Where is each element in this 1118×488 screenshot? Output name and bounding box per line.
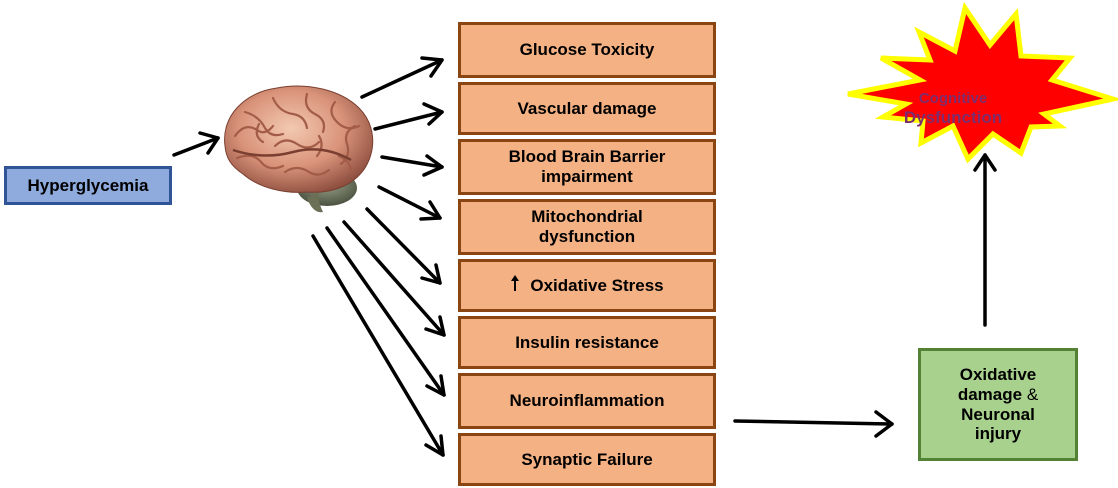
hyperglycemia-label: Hyperglycemia (28, 176, 149, 196)
oxidative-damage-box: Oxidative damage & Neuronal injury (918, 348, 1078, 461)
arrow-to-oxidative-damage (735, 412, 892, 436)
outcome-ampersand: & (1027, 385, 1038, 404)
factor-label: Mitochondrial dysfunction (471, 207, 703, 246)
arrow-brain-to-mitochondrial (379, 187, 440, 219)
hyperglycemia-box: Hyperglycemia (4, 166, 172, 205)
arrow-hyperglycemia-to-brain (174, 133, 218, 155)
arrow-brain-to-vascular-damage (375, 104, 442, 129)
arrow-brain-to-neuroinflammation (327, 228, 444, 395)
cognitive-dysfunction-label: Cognitive Dysfunction (858, 90, 1048, 128)
factor-label: Synaptic Failure (521, 450, 652, 470)
arrow-brain-to-bbb-impairment (382, 156, 442, 175)
factor-box-neuroinflammation: Neuroinflammation (458, 373, 716, 429)
outcome-line: Neuronal (961, 405, 1035, 425)
outcome-line: damage & (958, 385, 1038, 405)
brain-icon (215, 76, 380, 216)
factor-box-oxidative-stress: Oxidative Stress (458, 259, 716, 312)
factor-label: Oxidative Stress (530, 276, 663, 296)
factor-label: Blood Brain Barrier impairment (471, 147, 703, 186)
up-arrow-icon (510, 274, 520, 297)
factor-box-synaptic-failure: Synaptic Failure (458, 433, 716, 486)
result-line: Dysfunction (858, 108, 1048, 128)
outcome-line: injury (975, 424, 1021, 444)
factor-label: Vascular damage (518, 99, 657, 119)
factor-label: Insulin resistance (515, 333, 659, 353)
outcome-line: Oxidative (960, 365, 1037, 385)
arrow-brain-to-synaptic-failure (313, 236, 443, 455)
factor-box-glucose-toxicity: Glucose Toxicity (458, 22, 716, 78)
factor-label: Neuroinflammation (510, 391, 665, 411)
factor-box-insulin-resistance: Insulin resistance (458, 316, 716, 369)
factor-box-mitochondrial: Mitochondrial dysfunction (458, 199, 716, 255)
outcome-word: damage (958, 385, 1022, 404)
factor-box-vascular-damage: Vascular damage (458, 82, 716, 135)
cognitive-dysfunction-starburst (848, 8, 1113, 159)
result-line: Cognitive (858, 90, 1048, 108)
factor-box-bbb-impairment: Blood Brain Barrier impairment (458, 139, 716, 195)
factor-label: Glucose Toxicity (520, 40, 655, 60)
arrow-to-cognitive-dysfunction (975, 155, 995, 325)
